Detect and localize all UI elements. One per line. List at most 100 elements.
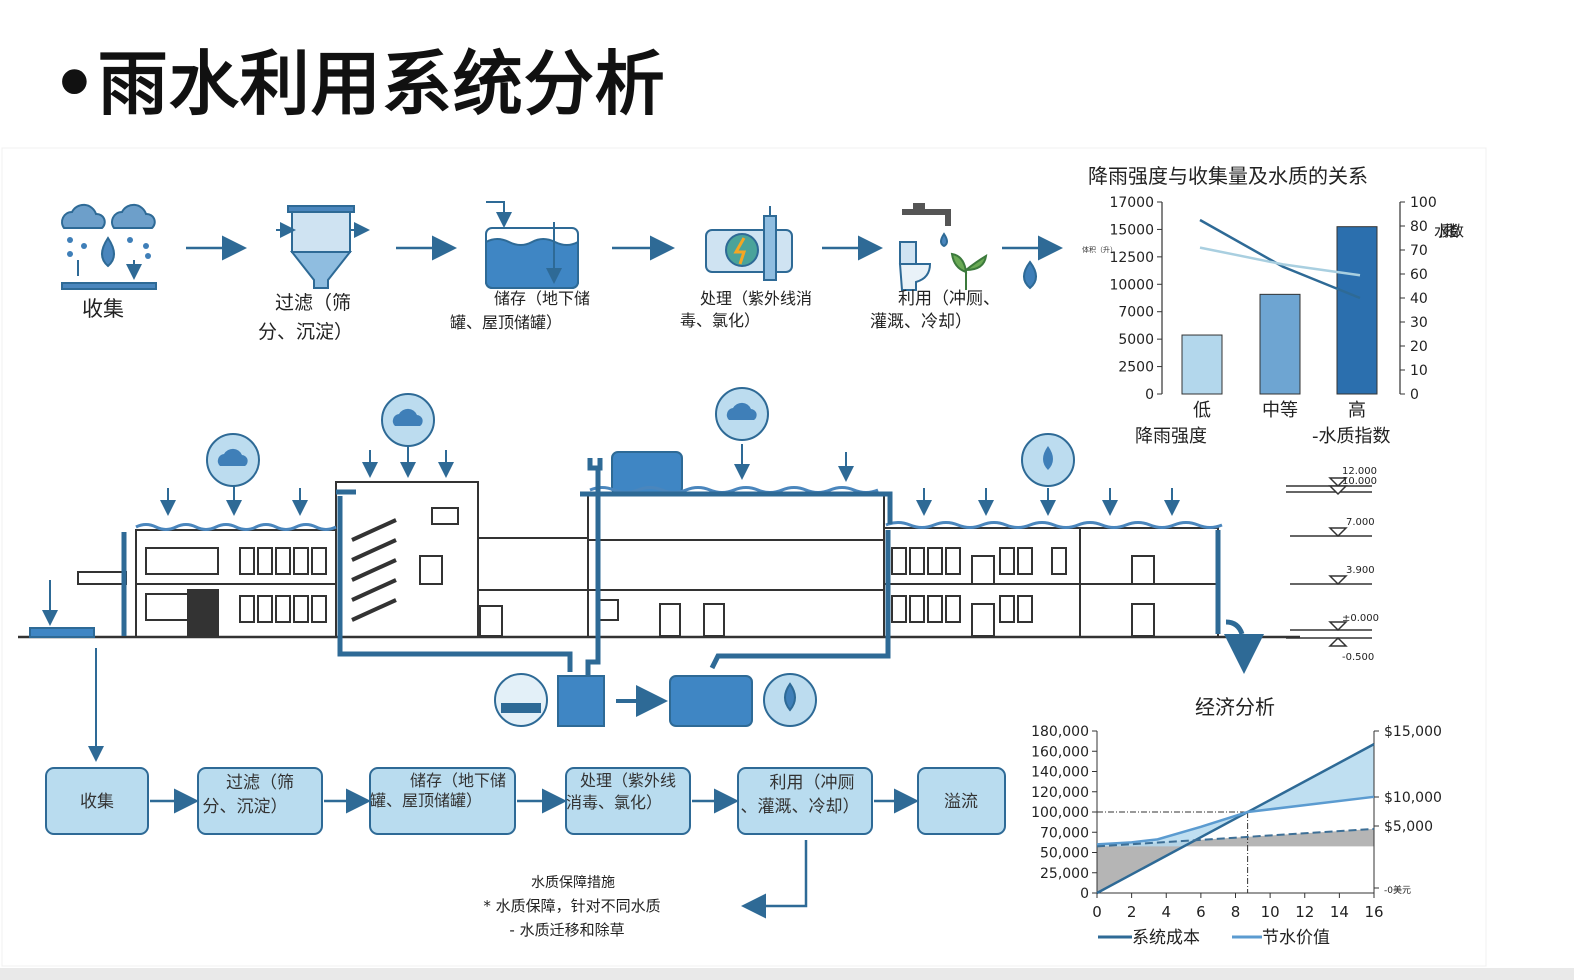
y-right-tick-label: $10,000 (1384, 790, 1442, 806)
top-step-label: 分、沉淀） (258, 321, 353, 343)
x-tick-label: 0 (1092, 903, 1102, 921)
savings-area (1097, 744, 1374, 847)
flow-label: 、灌溉、冷却） (741, 797, 860, 817)
y-tick-label: 70,000 (1040, 825, 1089, 841)
note-line: - 水质迁移和除草 (509, 921, 624, 939)
elevation-label: -0.500 (1342, 652, 1374, 663)
y-right-tick-label: -0美元 (1384, 884, 1411, 896)
top-step-label: 处理（紫外线消 (700, 289, 812, 308)
faucet-toilet-plant-icon (898, 203, 988, 291)
note-title: 水质保障措施 (531, 875, 615, 891)
flow-label: 溢流 (944, 792, 978, 812)
x-tick-label: 16 (1364, 903, 1383, 921)
y-right-tick-label: 10 (1410, 363, 1428, 379)
elevation-label: 7.000 (1346, 517, 1375, 528)
rain-badge-icon (206, 387, 1075, 487)
y-tick-label: 0 (1145, 387, 1154, 403)
elevation-label: 10.000 (1342, 476, 1377, 487)
series-line (1096, 795, 1375, 846)
quality-line (1199, 218, 1361, 300)
x-axis-label: 降雨强度 (1135, 426, 1207, 447)
chart-title: 经济分析 (1195, 695, 1275, 719)
elevation-label: 3.900 (1346, 565, 1375, 576)
y-right-tick-label: $15,000 (1384, 724, 1442, 740)
building-section (18, 451, 1300, 639)
underground-tanks (494, 673, 817, 727)
x-tick-label: 4 (1161, 903, 1171, 921)
rain-arrows (42, 444, 1180, 626)
y-axis-label: 体积（升） (1082, 245, 1117, 254)
flow-label: 收集 (80, 792, 114, 812)
y-right-tick-label: 100 (1410, 195, 1437, 211)
flow-label: 过滤（筛 (226, 773, 294, 793)
flow-label: 罐、屋顶储罐） (370, 791, 482, 810)
x-tick-label: 8 (1231, 903, 1241, 921)
legend-label: 系统成本 (1132, 928, 1200, 948)
economic-chart: 经济分析 0 25,000 50,000 70,000 100,000 120,000 14… (1031, 695, 1442, 948)
top-step-label: 过滤（筛 (275, 292, 351, 314)
x-tick-label: 10 (1261, 903, 1280, 921)
flow-label: 利用（冲厕 (770, 773, 855, 793)
bottom-flow: 收集 过滤（筛 分、沉淀） 储存（地下储 罐、屋顶储罐） 处理（紫外线 消毒、氯… (45, 767, 1006, 939)
rain-cloud-icon (61, 203, 157, 289)
y-tick-label: 160,000 (1031, 744, 1089, 760)
flow-label: 储存（地下储 (410, 771, 506, 790)
rainfall-chart: 降雨强度与收集量及水质的关系 体积（升） 水质指数 降雨强度 -水质指数 0 25… (1082, 164, 1464, 447)
bar (1259, 293, 1301, 395)
y-tick-label: 120,000 (1031, 785, 1089, 801)
y-tick-label: 7000 (1118, 305, 1154, 321)
y-tick-label: 12500 (1109, 250, 1154, 266)
uv-treatment-icon (705, 206, 793, 281)
top-step-label: 罐、屋顶储罐） (450, 313, 562, 332)
y-tick-label: 2500 (1118, 360, 1154, 376)
elevation-marks (1286, 477, 1372, 647)
y-tick-label: 140,000 (1031, 765, 1089, 781)
flow-label: 消毒、氯化） (566, 793, 662, 812)
flow-label: 分、沉淀） (203, 797, 288, 817)
y-axis-right-label: 水质指数 (1434, 222, 1464, 240)
top-step-label: 储存（地下储 (494, 289, 590, 308)
note-line: * 水质保障，针对不同水质 (483, 897, 660, 915)
y-right-tick-label: $5,000 (1384, 819, 1433, 835)
y-tick-label: 180,000 (1031, 724, 1089, 740)
y-tick-label: 25,000 (1040, 866, 1089, 882)
page-title: •雨水利用系统分析 (52, 43, 666, 125)
x-tick-label: 低 (1193, 400, 1211, 421)
y-tick-label: 10000 (1109, 277, 1154, 293)
bottom-strip (0, 968, 1574, 980)
dashed-line (1096, 827, 1375, 848)
y-tick-label: 5000 (1118, 332, 1154, 348)
x-tick-label: 14 (1330, 903, 1349, 921)
legend: 系统成本 节水价值 (1098, 928, 1330, 948)
x-tick-label: 12 (1295, 903, 1314, 921)
x-axis-right-label: -水质指数 (1312, 426, 1391, 447)
top-step-label: 毒、氯化） (680, 311, 760, 330)
y-tick-label: 100,000 (1031, 805, 1089, 821)
y-right-tick-label: 70 (1410, 243, 1428, 259)
x-tick-label: 高 (1348, 400, 1366, 421)
y-right-tick-label: 0 (1410, 387, 1419, 403)
bar (1181, 334, 1223, 395)
y-tick-label: 15000 (1109, 222, 1154, 238)
top-step-label: 灌溉、冷却） (870, 312, 972, 332)
y-tick-label: 0 (1080, 886, 1089, 902)
y-right-tick-label: 60 (1410, 267, 1428, 283)
legend-label: 节水价值 (1262, 928, 1330, 948)
bar (1336, 226, 1378, 395)
y-right-tick-label: 30 (1410, 315, 1428, 331)
y-right-tick-label: 20 (1410, 339, 1428, 355)
elevation-label: ±0.000 (1342, 613, 1379, 624)
x-tick-label: 中等 (1262, 400, 1298, 421)
elevation-label: 12.000 (1342, 466, 1377, 477)
series-line (1096, 743, 1375, 895)
storage-tank-icon (485, 201, 579, 289)
water-drop-icon (1023, 260, 1037, 290)
x-tick-label: 2 (1127, 903, 1137, 921)
y-right-tick-label: 80 (1410, 219, 1428, 235)
chart-title: 降雨强度与收集量及水质的关系 (1088, 164, 1368, 188)
flow-box-collect (45, 767, 149, 835)
filter-icon (276, 205, 370, 289)
y-tick-label: 50,000 (1040, 846, 1089, 862)
top-step-label: 收集 (82, 297, 124, 321)
